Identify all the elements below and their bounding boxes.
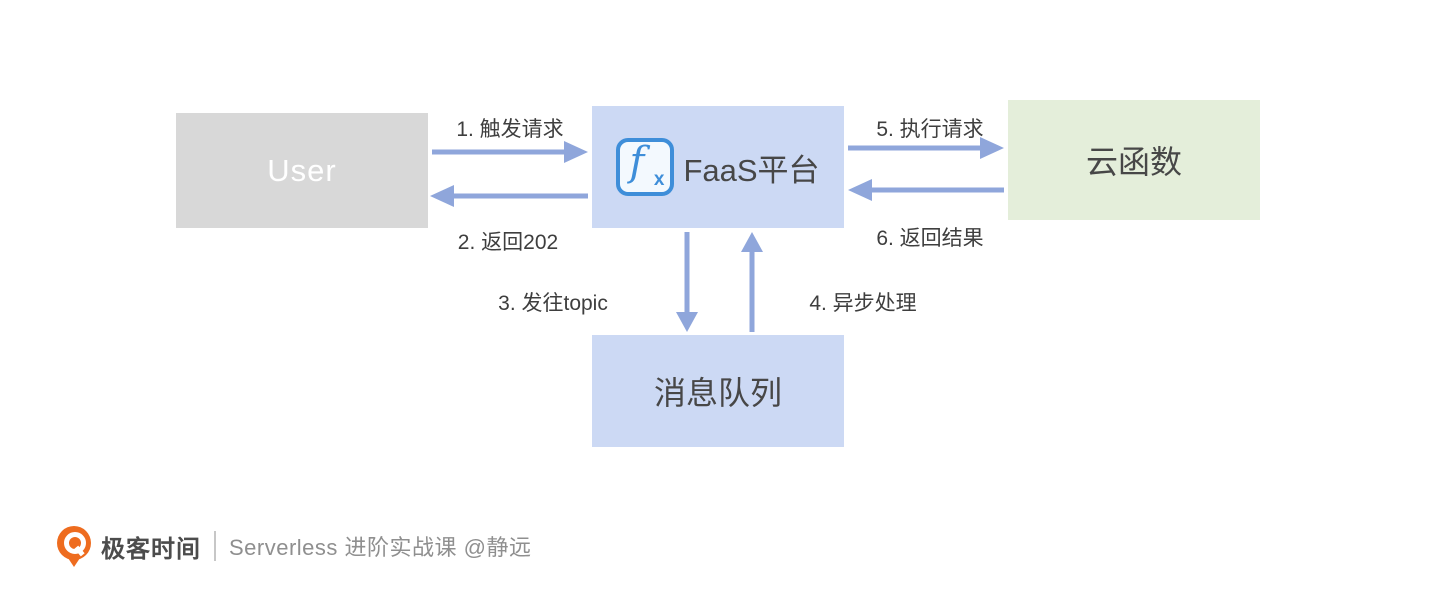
arrow-trigger-request [432,141,588,163]
arrow-async-process [741,232,763,332]
arrow-return-202 [430,185,588,207]
arrow-shaft [848,145,984,151]
geektime-logo-ring [64,532,86,554]
arrow-shaft [450,193,588,199]
edge-label-return-202: 2. 返回202 [457,231,559,254]
footer-divider [214,531,216,561]
footer-course-title: Serverless 进阶实战课 @静远 [229,535,532,560]
node-faas-label: FaaS平台 [683,152,820,188]
fx-icon-f-glyph: f [629,139,645,185]
arrow-return-result [848,179,1004,201]
arrow-send-to-topic [676,232,698,332]
node-cloud-function-label: 云函数 [1085,144,1182,180]
edge-label-return-result: 6. 返回结果 [876,227,984,250]
node-cloud-function: 云函数 [1008,100,1260,220]
arrow-execute-request [848,137,1004,159]
arrow-shaft [684,232,690,315]
footer-brand-name: 极客时间 [101,535,201,563]
arrow-shaft [432,149,568,155]
arrow-head-left-icon [430,185,454,207]
node-faas-platform: f x FaaS平台 [592,106,844,228]
node-message-queue: 消息队列 [592,335,844,447]
arrow-head-right-icon [564,141,588,163]
edge-label-execute-request: 5. 执行请求 [876,118,984,141]
geektime-logo-bubble-tail [68,558,80,567]
geektime-logo-icon [57,526,92,567]
edge-label-trigger-request: 1. 触发请求 [456,118,564,141]
arrow-head-up-icon [741,232,763,252]
footer-brand-bar: 极客时间 Serverless 进阶实战课 @静远 [57,524,531,568]
arrow-head-down-icon [676,312,698,332]
node-message-queue-label: 消息队列 [653,375,782,411]
edge-label-async-process: 4. 异步处理 [809,292,917,315]
arrow-head-right-icon [980,137,1004,159]
fx-icon-x-glyph: x [653,169,665,190]
edge-label-send-to-topic: 3. 发往topic [498,292,608,315]
node-user: User [176,113,428,228]
arrow-shaft [749,249,755,332]
arrow-shaft [868,187,1004,193]
function-fx-icon: f x [616,138,675,196]
node-user-label: User [267,152,337,188]
arrow-head-left-icon [848,179,872,201]
